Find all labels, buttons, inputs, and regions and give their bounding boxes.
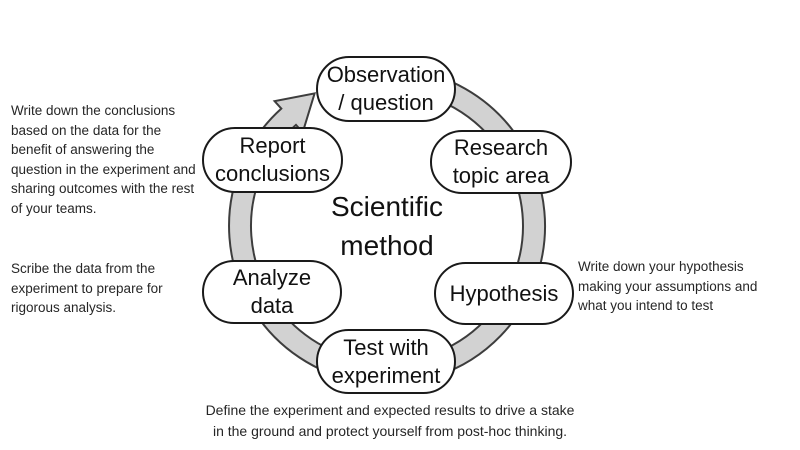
note-analyze-data: Scribe the data from the experiment to p… [11,261,163,315]
node-report-conclusions: Report conclusions [202,127,343,193]
node-test-with-experiment: Test with experiment [316,329,456,394]
note-report-conclusions: Write down the conclusions based on the … [11,103,196,216]
node-hypothesis: Hypothesis [434,262,574,325]
node-observation-question: Observation / question [316,56,456,122]
note-test-experiment: Define the experiment and expected resul… [205,402,575,439]
diagram-title: Scientific method [330,191,444,261]
note-hypothesis: Write down your hypothesis making your a… [578,259,758,313]
node-research-topic-area: Research topic area [430,130,572,194]
node-analyze-data: Analyze data [202,260,342,324]
